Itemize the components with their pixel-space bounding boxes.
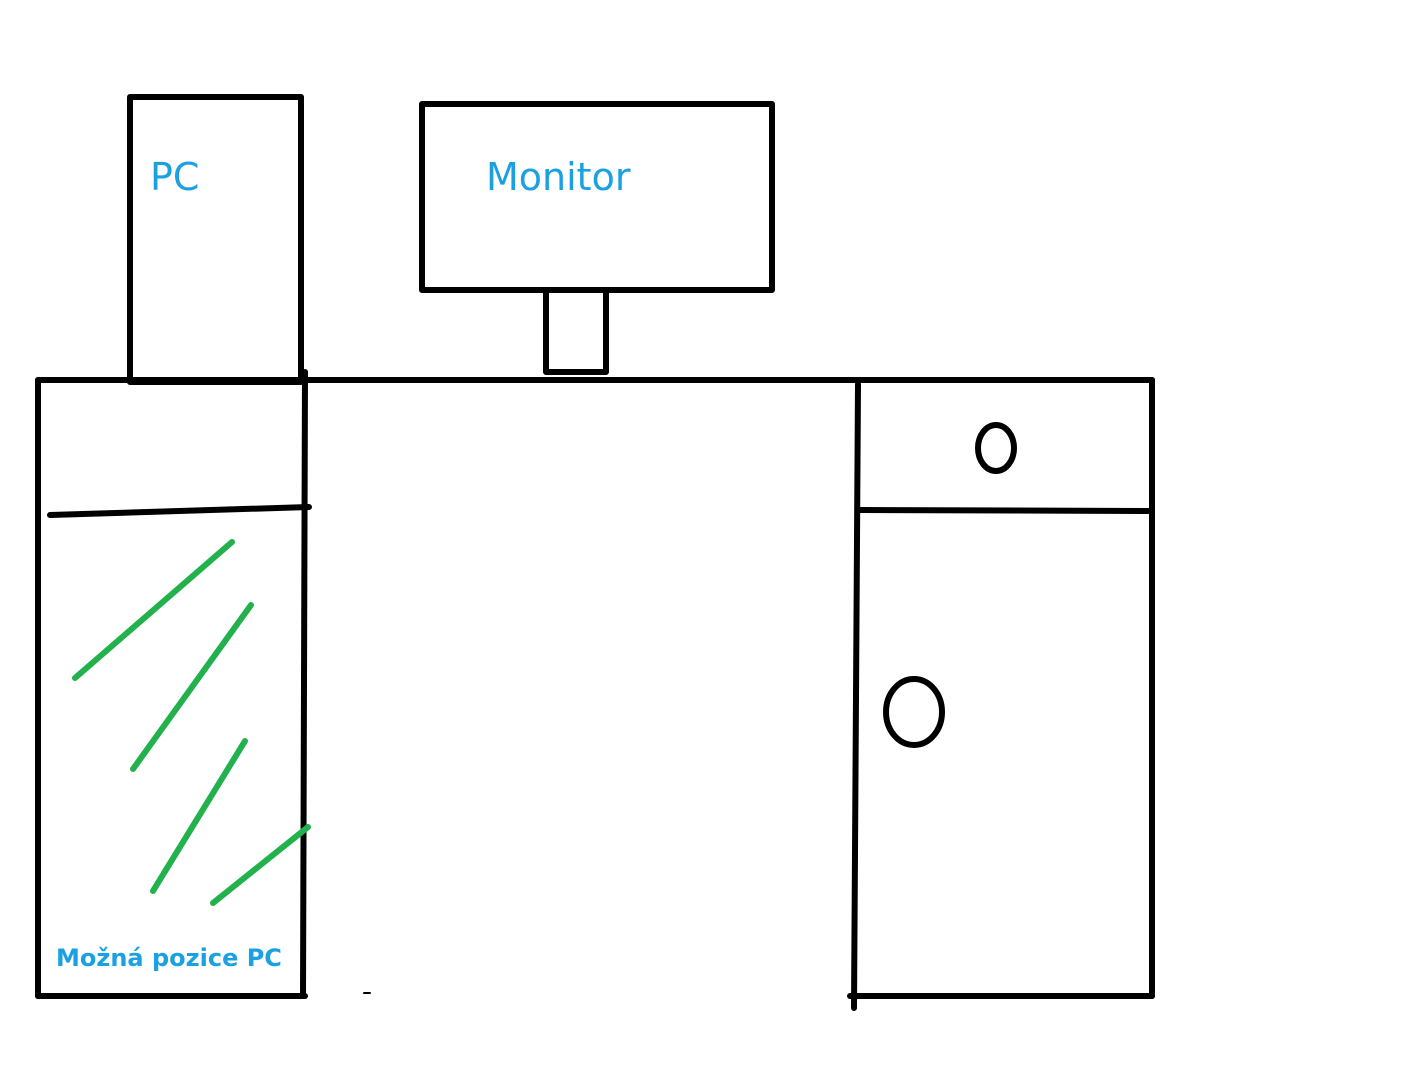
pc-label: PC xyxy=(150,155,199,199)
monitor-stand xyxy=(543,287,609,375)
right-cabinet-left-side xyxy=(851,381,861,1011)
left-cabinet-right-side xyxy=(300,369,308,999)
hatch-line xyxy=(130,602,254,772)
outlines xyxy=(35,94,1155,1011)
left-cabinet-shelf xyxy=(47,504,312,518)
pc-tower xyxy=(127,94,304,385)
labels: PC Monitor Možná pozice PC xyxy=(56,155,631,972)
drawer-knob xyxy=(975,422,1017,474)
hatch-line xyxy=(150,738,248,894)
hatch-line xyxy=(72,539,235,681)
hatch-line xyxy=(210,824,311,906)
door-knob xyxy=(883,676,945,748)
right-cabinet-drawer-line xyxy=(857,507,1151,514)
possible-pc-position-hatch xyxy=(72,539,311,906)
monitor-label: Monitor xyxy=(486,155,631,199)
possible-pc-position-label: Možná pozice PC xyxy=(56,944,282,972)
